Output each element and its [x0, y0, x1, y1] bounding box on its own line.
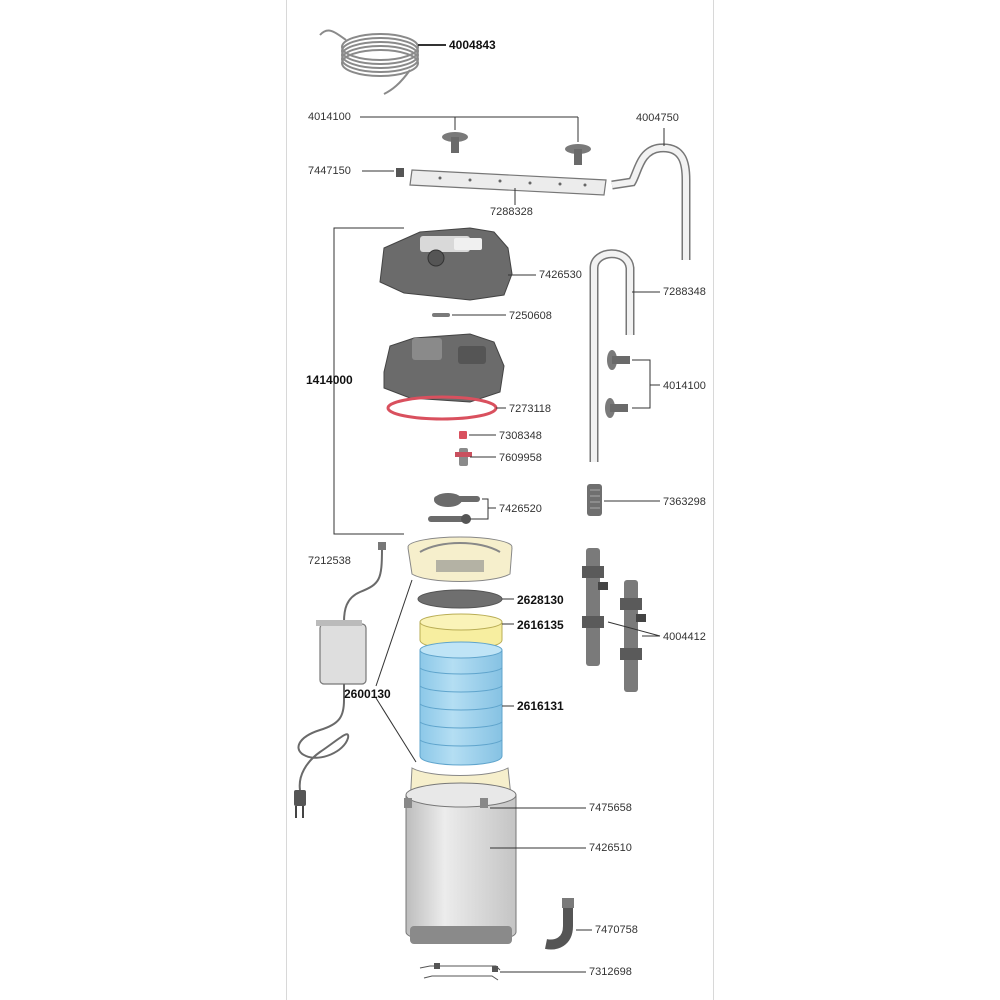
label-7447150: 7447150: [308, 165, 351, 177]
hose-coil-part: [319, 29, 419, 95]
label-7288348: 7288348: [663, 286, 706, 298]
label-7212538: 7212538: [308, 555, 351, 567]
label-7288328: 7288328: [490, 206, 533, 218]
label-7475658: 7475658: [589, 802, 632, 814]
bracket-1414000: [333, 227, 404, 535]
label-7250608: 7250608: [509, 310, 552, 322]
locking-lever-parts: [428, 493, 496, 524]
label-7426520: 7426520: [499, 503, 542, 515]
label-2616135: 2616135: [517, 618, 564, 632]
motor-block: [383, 333, 505, 403]
label-4004750: 4004750: [636, 112, 679, 124]
impeller-parts: [455, 431, 496, 466]
label-7312698: 7312698: [589, 966, 632, 978]
fine-filter-pad-dark: [417, 589, 503, 609]
o-ring-part: [386, 395, 506, 421]
label-2616131: 2616131: [517, 699, 564, 713]
label-2600130: 2600130: [344, 687, 391, 701]
canister-body: [404, 782, 586, 944]
label-1414000: 1414000: [306, 373, 353, 387]
spray-bar-part: [362, 168, 607, 205]
label-7308348: 7308348: [499, 430, 542, 442]
label-7273118: 7273118: [509, 403, 552, 415]
canister-feet: [419, 963, 586, 981]
label-4004412: 4004412: [663, 631, 706, 643]
blue-filter-sponges: [419, 641, 514, 766]
double-tap-valves: [582, 548, 661, 692]
power-supply-adapter: [294, 542, 386, 818]
label-7363298: 7363298: [663, 496, 706, 508]
rotor-shaft-part: [432, 313, 506, 317]
intake-pipe: [589, 249, 660, 462]
label-7609958: 7609958: [499, 452, 542, 464]
filter-basket-top: [407, 536, 513, 582]
label-7426530: 7426530: [539, 269, 582, 281]
elbow-connector: [545, 898, 592, 950]
filter-pad-yellow: [419, 613, 514, 650]
outlet-bend-pipe: [611, 128, 691, 260]
suction-cups-right: [605, 350, 660, 418]
pump-head-cover: [379, 227, 536, 301]
suction-cups-top: [360, 116, 591, 165]
label-4004843: 4004843: [449, 38, 496, 52]
label-2628130: 2628130: [517, 593, 564, 607]
label-4014100-right: 4014100: [663, 380, 706, 392]
label-7470758: 7470758: [595, 924, 638, 936]
label-7426510: 7426510: [589, 842, 632, 854]
label-4014100-top: 4014100: [308, 111, 351, 123]
parts-sheet-frame: [286, 0, 714, 1000]
intake-strainer: [587, 484, 660, 516]
